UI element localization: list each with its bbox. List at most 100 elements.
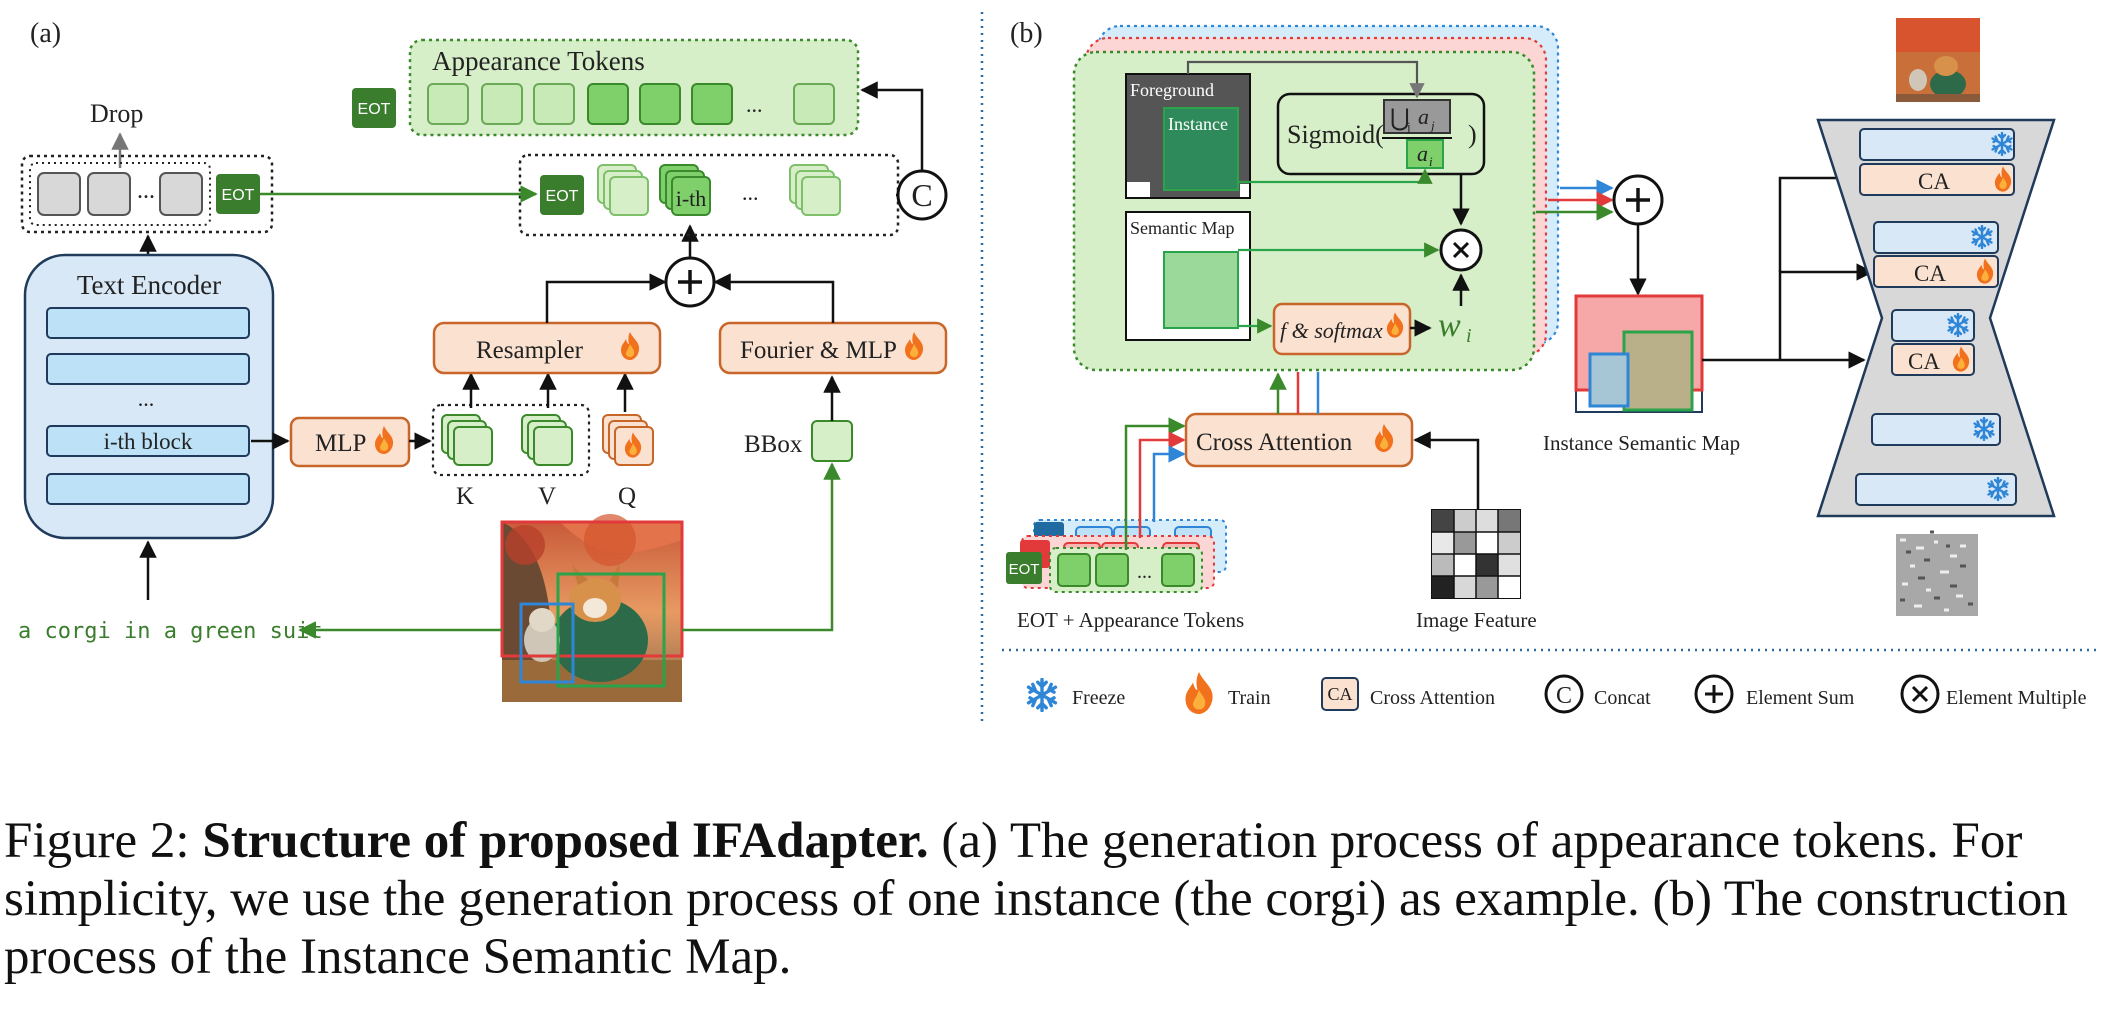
eot-green bbox=[1006, 552, 1042, 584]
legend-concat-icon bbox=[1544, 674, 1584, 714]
text-token-ellipsis: ... bbox=[137, 178, 155, 204]
ca-block-1-label: CA bbox=[1918, 169, 1950, 194]
instance-semantic-map-label: Instance Semantic Map bbox=[1543, 431, 1740, 455]
foreground-notch bbox=[1126, 182, 1150, 198]
eot-token-b bbox=[540, 175, 584, 215]
green-token-ellipsis: ... bbox=[1137, 561, 1152, 583]
union-sub: j bbox=[1406, 119, 1411, 134]
figure-caption: Figure 2: Structure of proposed IFAdapte… bbox=[4, 812, 2112, 986]
bbox-token bbox=[811, 420, 853, 462]
legend-train-label: Train bbox=[1228, 687, 1271, 709]
legend-freeze-label: Freeze bbox=[1072, 687, 1125, 709]
ith-block-label: i-th block bbox=[104, 429, 193, 454]
token-stack-n bbox=[789, 164, 841, 216]
output-image bbox=[1896, 18, 1980, 102]
foreground-label: Foreground bbox=[1130, 80, 1214, 100]
cross-attention-label: Cross Attention bbox=[1196, 429, 1353, 456]
prompt-text: a corgi in a green suit bbox=[18, 619, 323, 644]
green-token-1 bbox=[1057, 553, 1091, 587]
eot-tokens-label: EOT + Appearance Tokens bbox=[1017, 608, 1244, 632]
unet-block-3 bbox=[1891, 309, 1975, 342]
ifadapter-figure: (a) Drop ... EOT Text Encoder ... i-th b… bbox=[18, 12, 2098, 722]
legend-concat-label: Concat bbox=[1594, 687, 1651, 709]
appearance-token-n bbox=[793, 83, 835, 125]
appearance-token-2 bbox=[481, 83, 523, 125]
unet-block-5 bbox=[1855, 473, 2017, 506]
appearance-ellipsis: ... bbox=[746, 92, 763, 117]
noise-image bbox=[1896, 530, 1978, 616]
ca-block-3-label: CA bbox=[1908, 349, 1940, 374]
eot-green-label: EOT bbox=[1009, 561, 1040, 578]
appearance-token-4 bbox=[587, 83, 629, 125]
red-tokens-to-ca-arrow bbox=[1138, 431, 1186, 538]
union-symbol: ⋃ bbox=[1390, 106, 1410, 132]
q-tokens bbox=[602, 414, 654, 466]
panel-b-label: (b) bbox=[1010, 18, 1043, 49]
corgi-image bbox=[502, 514, 682, 702]
concat-to-appearance-arrow bbox=[860, 81, 924, 171]
token-stack-ith bbox=[659, 164, 711, 216]
sigmoid-close: ) bbox=[1468, 120, 1477, 149]
instance-label: Instance bbox=[1168, 114, 1228, 134]
blue-tokens-to-ca-arrow bbox=[1152, 445, 1186, 522]
fourier-mlp-label: Fourier & MLP bbox=[740, 337, 897, 364]
token-row-ellipsis: ... bbox=[742, 180, 759, 205]
appearance-tokens-title: Appearance Tokens bbox=[432, 46, 645, 76]
legend-ca-box bbox=[1321, 677, 1359, 711]
legend-freeze-icon bbox=[1026, 678, 1058, 712]
eot-token-a-label: EOT bbox=[222, 187, 255, 204]
caption-body: (a) The generation process of appearance… bbox=[4, 813, 2068, 985]
encoder-block-last bbox=[46, 473, 250, 505]
resampler-label: Resampler bbox=[476, 337, 584, 364]
foreground-to-union-arrow bbox=[1186, 60, 1425, 99]
eot-token-b-label: EOT bbox=[546, 188, 579, 205]
semantic-map-label: Semantic Map bbox=[1130, 218, 1234, 238]
legend-train-icon bbox=[1185, 672, 1213, 714]
ca-block-2-label: CA bbox=[1914, 261, 1946, 286]
sum-plus-icon-b bbox=[1626, 188, 1650, 212]
legend-sum-label: Element Sum bbox=[1746, 687, 1855, 709]
eot-token-a bbox=[216, 174, 260, 214]
feature-to-ca-arrow bbox=[1413, 431, 1480, 510]
green-token-2 bbox=[1095, 553, 1129, 587]
caption-title: Structure of proposed IFAdapter. bbox=[202, 813, 929, 869]
appearance-token-3 bbox=[533, 83, 575, 125]
resampler-to-sum-arrow bbox=[545, 273, 667, 323]
kv-group bbox=[431, 403, 591, 477]
cat-bbox-blue bbox=[519, 602, 575, 684]
encoder-block-1 bbox=[46, 307, 250, 339]
union-a: a bbox=[1418, 104, 1429, 129]
map-to-ca2-arrow bbox=[1778, 263, 1874, 360]
image-bbox-red bbox=[500, 520, 684, 658]
foreground-notch-r bbox=[1240, 184, 1250, 198]
text-encoder-title: Text Encoder bbox=[77, 270, 221, 300]
instance-region bbox=[1163, 107, 1239, 191]
legend-multiply-x bbox=[1911, 685, 1929, 703]
q-label: Q bbox=[618, 483, 636, 510]
bbox-label: BBox bbox=[744, 431, 803, 458]
ai-term-box bbox=[1406, 139, 1444, 169]
multiply-icon bbox=[1452, 241, 1470, 259]
text-token-n bbox=[159, 172, 203, 216]
caption-prefix: Figure 2: bbox=[4, 813, 203, 869]
token-stack-1 bbox=[597, 164, 649, 216]
ism-blue-region bbox=[1588, 352, 1630, 408]
mlp-label: MLP bbox=[315, 430, 366, 457]
corgi-bbox-green bbox=[556, 572, 666, 688]
text-token-2 bbox=[87, 172, 131, 216]
eot-token-c bbox=[352, 88, 396, 128]
drop-label: Drop bbox=[90, 99, 143, 128]
dropped-token-group bbox=[29, 162, 211, 226]
legend-cross-attention-label: Cross Attention bbox=[1370, 687, 1495, 709]
image-feature-label: Image Feature bbox=[1416, 608, 1537, 632]
k-tokens bbox=[441, 414, 493, 466]
green-token-n bbox=[1161, 553, 1195, 587]
encoder-ellipsis: ... bbox=[138, 386, 155, 411]
appearance-token-5 bbox=[639, 83, 681, 125]
sum-plus-icon bbox=[678, 270, 702, 294]
semantic-region bbox=[1163, 251, 1239, 329]
green-tokens-to-ca-arrow bbox=[1124, 417, 1186, 550]
ai-sub: i bbox=[1429, 154, 1433, 169]
legend-multiply-label: Element Multiple bbox=[1946, 687, 2087, 709]
sigmoid-label: Sigmoid( bbox=[1287, 120, 1384, 149]
